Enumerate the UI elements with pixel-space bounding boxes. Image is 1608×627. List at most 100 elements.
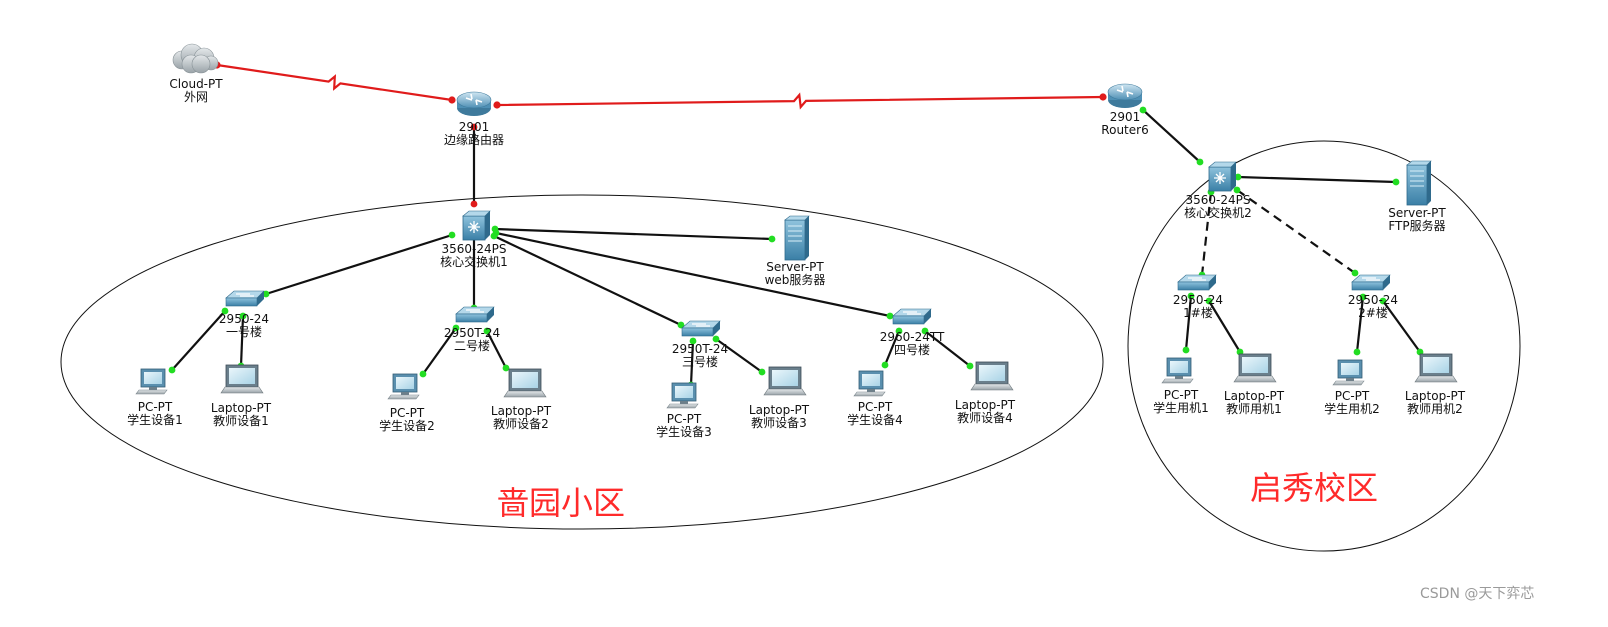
device-lap2[interactable]: [503, 368, 547, 398]
port-dot: [1205, 297, 1213, 305]
link-r_edge-r6: [496, 92, 1104, 110]
port-dot: [1139, 106, 1147, 114]
port-dot: [921, 327, 929, 335]
device-web[interactable]: [784, 215, 810, 261]
multilayer-switch-icon: [1208, 161, 1237, 192]
device-name-label: 教师设备3: [751, 415, 807, 430]
port-dot: [758, 368, 766, 376]
link-r6-core2: [1142, 109, 1201, 163]
device-sw2[interactable]: [455, 306, 495, 323]
device-r6[interactable]: [1107, 83, 1143, 108]
device-sw4[interactable]: [892, 308, 932, 325]
port-dot: [1099, 93, 1107, 101]
device-model-label: PC-PT: [390, 406, 425, 420]
port-dot: [483, 327, 491, 335]
switch-icon: [455, 306, 495, 323]
device-model-label: 2950T-24: [444, 326, 500, 340]
port-dot: [493, 101, 501, 109]
link-sw3-pc3: [689, 340, 695, 386]
ports-layer: [168, 61, 1424, 389]
device-model-label: Laptop-PT: [491, 404, 552, 418]
device-swA[interactable]: [1177, 274, 1217, 291]
device-r_edge[interactable]: [456, 91, 492, 116]
port-dot: [1351, 269, 1359, 277]
device-sw1[interactable]: [225, 290, 265, 307]
device-name-label: 核心交换机1: [440, 254, 508, 269]
area-east-label: 启秀校区: [1250, 469, 1378, 507]
pc-icon: [853, 370, 886, 397]
link-swA-pcA: [1184, 295, 1193, 351]
device-lap3[interactable]: [763, 366, 807, 396]
multilayer-switch-icon: [462, 210, 491, 241]
labels-layer: Cloud-PT外网2901边缘路由器2901Router63560-24PS核…: [127, 77, 1466, 439]
device-model-label: PC-PT: [1164, 388, 1199, 402]
port-dot: [677, 321, 685, 329]
device-core2[interactable]: [1208, 161, 1237, 192]
area-outlines: [60, 140, 1521, 552]
link-cloud-r_edge: [216, 63, 453, 102]
port-dot: [1182, 346, 1190, 354]
port-dot: [712, 335, 720, 343]
port-dot: [886, 312, 894, 320]
device-model-label: PC-PT: [858, 400, 893, 414]
port-dot: [1234, 173, 1242, 181]
device-name-label: 三号楼: [682, 354, 718, 369]
link-sw3-lap3: [715, 338, 763, 373]
laptop-icon: [763, 366, 807, 396]
device-name-label: 学生用机2: [1324, 401, 1380, 416]
device-name-label: 1#楼: [1183, 305, 1213, 320]
device-name-label: 学生用机1: [1153, 400, 1209, 415]
device-model-label: Laptop-PT: [1224, 389, 1285, 403]
device-name-label: 教师用机1: [1226, 401, 1282, 416]
device-pc4[interactable]: [853, 370, 886, 397]
laptop-icon: [1233, 353, 1277, 383]
port-dot: [448, 231, 456, 239]
device-name-label: 教师设备4: [957, 410, 1013, 425]
laptop-icon: [220, 364, 264, 394]
port-dot: [1392, 178, 1400, 186]
device-lapB[interactable]: [1414, 353, 1458, 383]
device-lap1[interactable]: [220, 364, 264, 394]
link-sw4-pc4: [883, 330, 901, 366]
link-core1-sw4: [495, 231, 891, 318]
device-model-label: 2950T-24: [672, 342, 728, 356]
device-pc3[interactable]: [666, 382, 699, 409]
device-cloud[interactable]: [172, 43, 219, 74]
watermark: CSDN @天下弈芯: [1420, 586, 1534, 602]
device-name-label: 学生设备2: [379, 418, 435, 433]
port-dot: [452, 324, 460, 332]
device-model-label: Laptop-PT: [749, 403, 810, 417]
router-icon: [1107, 83, 1143, 108]
devices-layer: [135, 43, 1458, 409]
port-dot: [1187, 292, 1195, 300]
device-core1[interactable]: [462, 210, 491, 241]
device-name-label: 二号楼: [454, 338, 490, 353]
link-core1-web: [494, 227, 773, 241]
port-dot: [768, 235, 776, 243]
device-model-label: 2901: [459, 120, 490, 134]
link-swB-lapB: [1382, 300, 1421, 353]
port-dot: [966, 362, 974, 370]
device-lapA[interactable]: [1233, 353, 1277, 383]
switch-icon: [892, 308, 932, 325]
device-ftp[interactable]: [1406, 160, 1432, 206]
device-model-label: Cloud-PT: [169, 77, 223, 91]
device-sw3[interactable]: [681, 320, 721, 337]
device-name-label: Router6: [1101, 123, 1148, 137]
device-pc1[interactable]: [135, 368, 168, 395]
device-pcA[interactable]: [1161, 357, 1194, 384]
device-swB[interactable]: [1351, 274, 1391, 291]
device-model-label: PC-PT: [667, 412, 702, 426]
device-lap4[interactable]: [970, 361, 1014, 391]
link-core2-ftp: [1237, 175, 1397, 184]
device-pc2[interactable]: [387, 373, 420, 400]
pc-icon: [1161, 357, 1194, 384]
link-swB-pcB: [1355, 296, 1365, 353]
device-name-label: 2#楼: [1358, 305, 1388, 320]
port-dot: [1196, 158, 1204, 166]
device-pcB[interactable]: [1332, 359, 1365, 386]
port-dot: [1233, 186, 1241, 194]
device-name-label: 教师用机2: [1407, 401, 1463, 416]
port-dot: [470, 200, 478, 208]
device-model-label: Laptop-PT: [1405, 389, 1466, 403]
